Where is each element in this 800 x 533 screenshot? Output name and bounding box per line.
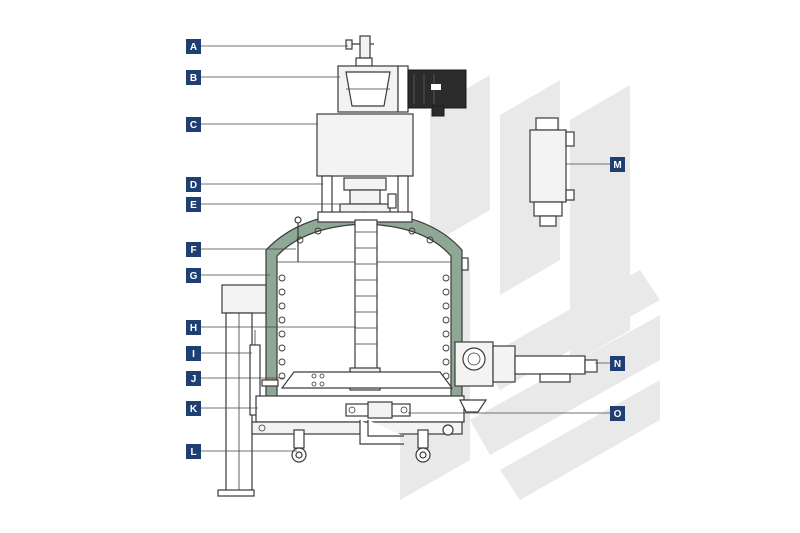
callout-a-letter: A — [190, 42, 197, 53]
leader-lines — [200, 45, 612, 452]
discharge-valve — [345, 399, 488, 445]
callout-m-letter: M — [613, 160, 621, 171]
electric-motor — [407, 69, 467, 117]
callout-i-letter: I — [192, 349, 195, 360]
callout-o: O — [610, 406, 625, 421]
callout-j-letter: J — [191, 374, 197, 385]
callout-d: D — [186, 177, 201, 192]
callout-g: G — [186, 268, 201, 283]
callout-j: J — [186, 371, 201, 386]
callout-e-letter: E — [190, 200, 197, 211]
callout-l: L — [186, 444, 201, 459]
callout-f-letter: F — [190, 245, 196, 256]
callout-b-letter: B — [190, 73, 197, 84]
support-column — [217, 284, 273, 497]
drive-housing — [316, 113, 414, 177]
side-pump-assembly — [454, 341, 598, 387]
callout-a: A — [186, 39, 201, 54]
callout-k: K — [186, 401, 201, 416]
gearbox — [337, 65, 409, 113]
filter-plate — [280, 371, 454, 389]
heating-coil — [278, 227, 450, 380]
callout-o-letter: O — [614, 409, 622, 420]
callout-f: F — [186, 242, 201, 257]
callout-c: C — [186, 117, 201, 132]
callout-e: E — [186, 197, 201, 212]
callout-m: M — [610, 157, 625, 172]
callout-g-letter: G — [190, 271, 198, 282]
callout-k-letter: K — [190, 404, 198, 415]
handwheel-valve — [345, 35, 374, 67]
caster-wheels — [291, 424, 454, 463]
callout-h: H — [186, 320, 201, 335]
callout-c-letter: C — [190, 120, 197, 131]
callout-d-letter: D — [190, 180, 197, 191]
callout-h-letter: H — [190, 323, 197, 334]
callout-n: N — [610, 356, 625, 371]
agitator-shaft — [349, 219, 381, 391]
callout-i: I — [186, 346, 201, 361]
hydraulic-cylinder — [249, 330, 261, 416]
callout-b: B — [186, 70, 201, 85]
secondary-unit — [529, 117, 575, 227]
callout-n-letter: N — [614, 359, 621, 370]
callout-l-letter: L — [190, 447, 196, 458]
